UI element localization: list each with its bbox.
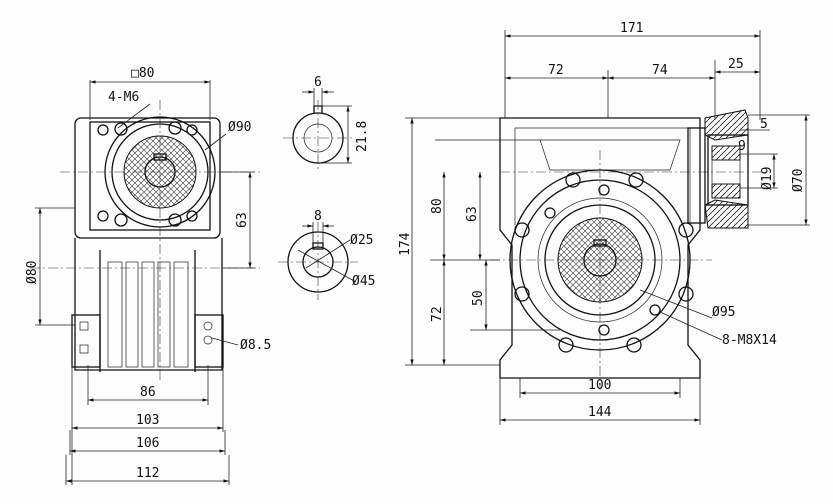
dim-body-diameter: Ø80 [25,261,40,284]
dim-upper-center: 63 [465,206,480,222]
dim-input-key-depth: 21.8 [355,121,370,152]
label-pcd: Ø95 [712,305,735,320]
label-flange-diameter: Ø90 [228,120,251,135]
left-side-view [30,100,260,380]
keyway-views: 6 21.8 8 Ø25 Ø45 [278,75,375,300]
dim-upper-height: 80 [430,198,445,214]
front-dimensions: 171 72 74 25 5 9 Ø19 Ø70 174 80 63 50 72 [398,21,810,425]
dim-lower-center: 50 [471,290,486,306]
dim-right-offset: 74 [652,63,668,78]
dim-square-flange: □80 [131,66,154,81]
dim-center-height: 63 [235,212,250,228]
left-dimensions: □80 4-M6 Ø90 63 Ø80 Ø8.5 86 103 106 112 [25,66,271,485]
bolt-holes [514,172,694,353]
dim-output-key-width: 8 [314,209,322,224]
dim-lower-height: 72 [430,306,445,322]
dim-input-flange: Ø70 [791,169,806,192]
dim-base-outer: 144 [588,405,612,420]
label-foot-hole: Ø8.5 [240,338,271,353]
dim-input-step: 5 [760,117,768,132]
dim-overall-width: 171 [620,21,643,36]
dim-left-offset: 72 [548,63,564,78]
dim-overall-height: 174 [398,232,413,256]
dim-output-bore: Ø25 [350,233,373,248]
dim-width-112: 112 [136,466,159,481]
label-threaded-holes: 8-M8X14 [722,333,777,348]
dim-input-length: 25 [728,57,744,72]
dim-width-103: 103 [136,413,159,428]
dim-base-inner: 100 [588,378,611,393]
label-bolt-holes: 4-M6 [108,90,139,105]
front-view [490,109,770,390]
dim-input-key-width: 6 [314,75,322,90]
dim-input-bore: Ø19 [760,167,775,190]
dim-input-depth: 9 [738,139,746,154]
dim-width-86: 86 [140,385,156,400]
dim-output-hub: Ø45 [352,274,375,289]
dim-width-106: 106 [136,436,159,451]
